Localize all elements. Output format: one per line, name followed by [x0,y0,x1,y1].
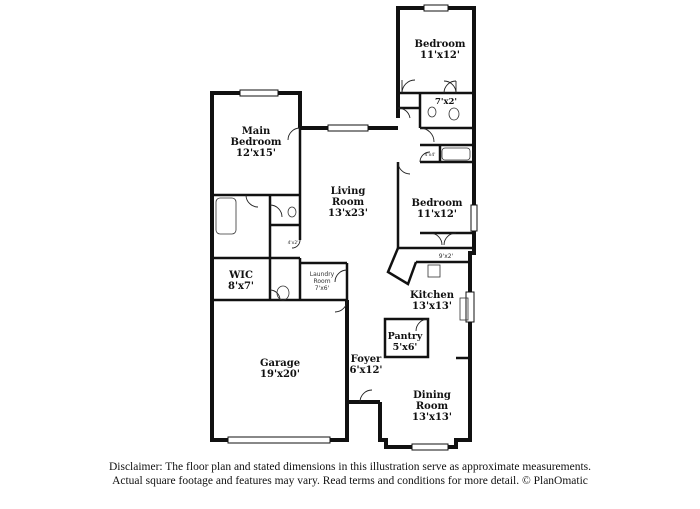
laundry-name-1: Laundry [310,271,335,278]
fridge-icon [459,297,469,321]
closet-mid-dims: 9'x2' [439,253,454,260]
pantry-dims: 5'x6' [393,342,418,353]
exterior-walls [210,6,476,449]
main-bedroom-dims: 12'x15' [236,148,276,159]
garage-dims: 19'x20' [260,369,300,380]
wic-name: WIC [228,270,253,281]
sink-icon-2 [427,106,437,118]
main-bedroom-name-1: Main [242,126,271,137]
shower-icon [441,147,471,161]
dining-room-dims: 13'x13' [412,412,452,423]
pantry-name: Pantry [388,331,423,342]
dining-room-name-1: Dining [413,390,451,401]
living-room-dims: 13'x23' [328,208,368,219]
fixtures [215,106,471,321]
main-closet-dims: 4'x2' [288,240,299,246]
sink-icon [287,206,297,218]
laundry-name-2: Room [313,278,330,285]
foyer-dims: 6'x12' [350,365,383,376]
disclaimer-line-1: Disclaimer: The floor plan and stated di… [108,461,592,473]
bath-top-dims: 7'x2' [435,97,457,107]
closet-small-dims: 4'x4' [425,152,436,158]
living-room-name-2: Room [332,197,365,208]
foyer-name: Foyer [351,354,382,365]
door-swings [245,79,457,403]
interior-walls [212,91,474,360]
garage-name: Garage [260,358,300,369]
bedroom-mid-name: Bedroom [412,198,463,209]
kitchen-name: Kitchen [410,290,455,301]
bedroom-top-dims: 11'x12' [420,50,460,61]
main-bedroom-name-2: Bedroom [231,137,282,148]
water-heater-icon [276,285,290,301]
bathtub-icon [215,197,237,235]
bedroom-top-name: Bedroom [415,39,466,50]
toilet-icon [448,107,460,121]
wic-dims: 8'x7' [228,281,254,292]
living-room-name-1: Living [331,186,366,197]
kitchen-dims: 13'x13' [412,301,452,312]
dining-room-name-2: Room [416,401,449,412]
stove-icon [427,264,441,278]
laundry-dims: 7'x6' [315,285,330,292]
bedroom-mid-dims: 11'x12' [417,209,457,220]
disclaimer-line-2: Actual square footage and features may v… [112,475,588,487]
windows [227,4,478,451]
